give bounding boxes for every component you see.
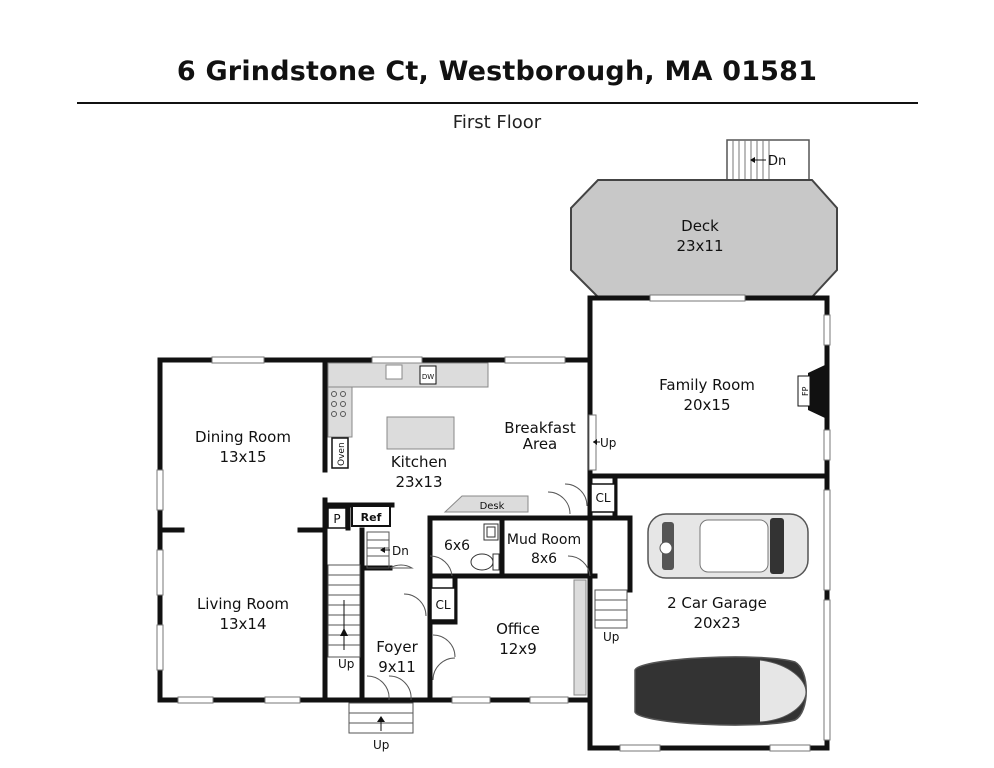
deck-name: Deck xyxy=(681,217,719,235)
refrigerator-label: Ref xyxy=(361,511,382,524)
foyer-name: Foyer xyxy=(376,638,418,656)
sports-car-icon xyxy=(634,656,807,726)
foyer-dn-label: Dn xyxy=(392,544,409,558)
kitchen-island xyxy=(386,416,455,450)
sink-icon xyxy=(483,523,499,541)
garage-name: 2 Car Garage xyxy=(667,594,767,612)
closet-label-1: CL xyxy=(595,491,610,505)
breakfast-name: Breakfast xyxy=(504,419,576,437)
garage-up-label: Up xyxy=(603,630,619,644)
suv-icon xyxy=(647,513,809,579)
closet-label-2: CL xyxy=(435,598,450,612)
living-room-name: Living Room xyxy=(197,595,289,613)
garage-size: 20x23 xyxy=(693,614,740,632)
refrigerator-box xyxy=(351,505,391,527)
bath-size: 6x6 xyxy=(444,538,470,554)
deck-size: 23x11 xyxy=(676,237,723,255)
kitchen-name: Kitchen xyxy=(391,453,447,471)
kitchen-size: 23x13 xyxy=(395,473,442,491)
living-room-size: 13x14 xyxy=(219,615,266,633)
family-room-name: Family Room xyxy=(659,376,755,394)
entry-up-label: Up xyxy=(373,738,389,752)
title-divider xyxy=(77,102,918,104)
stove-icon xyxy=(331,391,346,417)
oven-label: Oven xyxy=(337,442,347,466)
floor-label: First Floor xyxy=(452,112,542,133)
windows xyxy=(156,294,831,752)
family-step-label: Up xyxy=(600,436,616,450)
desk-counter xyxy=(443,495,529,513)
foyer-closet xyxy=(430,587,456,621)
deck-stairs xyxy=(726,139,810,181)
pantry-box xyxy=(327,507,347,529)
mud-room-size: 8x6 xyxy=(531,551,557,567)
office-shelf xyxy=(573,579,587,696)
kitchen-counters xyxy=(327,362,489,438)
door-swings xyxy=(366,483,591,701)
dishwasher-label: DW xyxy=(422,373,434,381)
office-name: Office xyxy=(496,620,540,638)
garage-steps xyxy=(594,589,628,629)
oven-box xyxy=(331,437,349,469)
foyer-size: 9x11 xyxy=(378,658,416,676)
family-room-size: 20x15 xyxy=(683,396,730,414)
dining-room-name: Dining Room xyxy=(195,428,291,446)
desk-label: Desk xyxy=(480,501,505,512)
fireplace-icon xyxy=(808,365,825,418)
deck-stairs-label: Dn xyxy=(768,154,786,169)
foyer-stairs xyxy=(327,531,390,658)
pantry-label: P xyxy=(333,512,340,526)
dining-room-size: 13x15 xyxy=(219,448,266,466)
address-title: 6 Grindstone Ct, Westborough, MA 01581 xyxy=(176,56,818,87)
garage-closet xyxy=(590,483,616,513)
office-size: 12x9 xyxy=(499,640,537,658)
fireplace-label: FP xyxy=(801,386,810,396)
mud-room-name: Mud Room xyxy=(507,532,581,548)
toilet-icon xyxy=(470,553,500,571)
breakfast-name-line2: Area xyxy=(523,435,558,453)
foyer-up-label: Up xyxy=(338,657,354,671)
